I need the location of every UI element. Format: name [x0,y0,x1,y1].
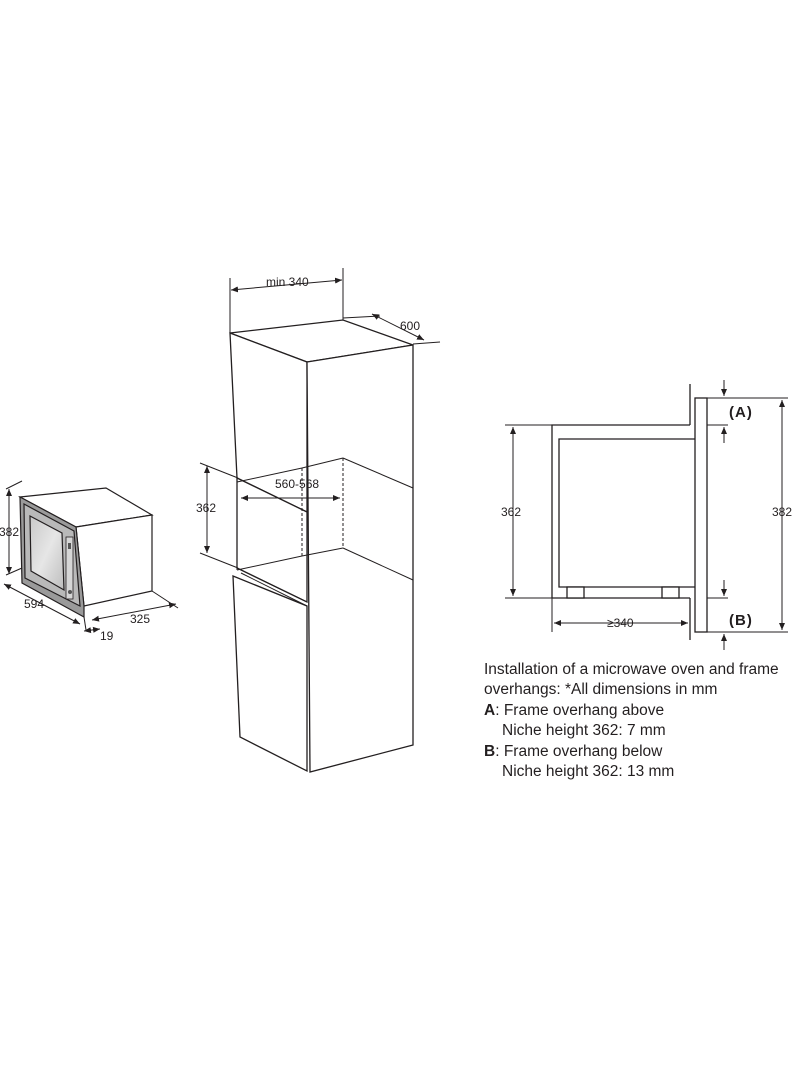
cabinet-front-lower [232,575,308,773]
cabinet-width-label: min 340 [266,275,309,289]
section-niche-outline [551,424,690,599]
caption-overhang-a: A: Frame overhang above [484,701,800,721]
caption-line-2: overhangs: *All dimensions in mm [484,681,718,699]
section-foot-rear [566,586,585,599]
microwave-width-label: 594 [24,597,44,611]
cabinet-width-line [230,277,343,293]
caption-overhang-b: B: Frame overhang below [484,742,800,762]
caption-b-sub: Niche height 362: 13 mm [502,763,675,781]
cabinet-depth-line [371,313,425,341]
section-front-frame [694,397,708,633]
microwave-dimension-lines [3,480,179,634]
cabinet-depth-label: 600 [400,319,420,333]
cabinet-side [306,344,414,773]
cabinet-niche-width-label: 560-568 [275,477,319,491]
microwave-width-line [3,583,81,625]
microwave-depth-label: 325 [130,612,150,626]
cabinet-drawing [229,319,414,773]
microwave-body-side [75,514,153,607]
caption-a-key: A [484,701,496,719]
section-depth-label: ≥340 [607,616,634,630]
cabinet-dimension-lines [199,268,441,569]
caption-b-key: B [484,742,496,760]
microwave-frame-line [83,626,101,634]
microwave-height-label: 382 [0,525,19,539]
microwave-frame-label: 19 [100,629,114,643]
cabinet-niche-lines [236,457,414,607]
microwave-depth-line [91,602,177,622]
cabinet-niche-height-label: 362 [196,501,216,515]
section-drawing [551,384,708,640]
section-niche-height-label: 362 [501,505,521,519]
caption-a-sub: Niche height 362: 7 mm [502,722,666,740]
section-dimension-lines [505,380,788,650]
installation-caption: Installation of a microwave oven and fra… [484,660,800,782]
caption-a-text: : Frame overhang above [495,701,665,719]
overhang-b-label: (B) [729,612,753,629]
section-total-height-label: 382 [772,505,792,519]
caption-b-text: : Frame overhang below [495,742,663,760]
section-foot-front [661,586,680,599]
caption-line-1: Installation of a microwave oven and fra… [484,661,779,678]
overhang-a-label: (A) [729,404,753,421]
section-microwave-body [558,438,695,588]
